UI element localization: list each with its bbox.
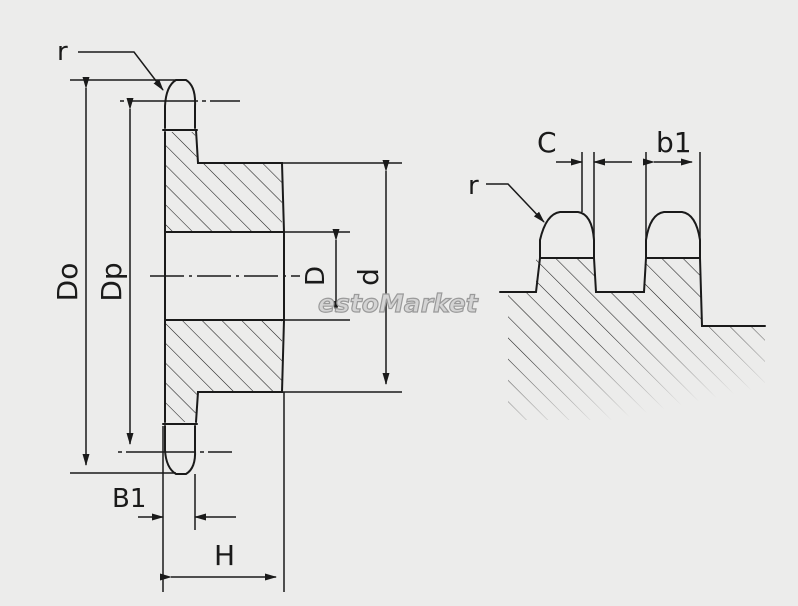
label-r-right: r xyxy=(468,171,479,201)
r-leader-right xyxy=(486,183,545,223)
label-C: C xyxy=(537,126,557,159)
tooth-profile-detail xyxy=(486,152,766,420)
label-Do: Do xyxy=(51,263,84,302)
labels-left: r Do Dp D d B1 H xyxy=(51,37,385,572)
label-d: d xyxy=(352,268,385,286)
labels-right: C b1 r xyxy=(468,126,692,201)
r-leader-left xyxy=(78,51,164,91)
label-B1: B1 xyxy=(112,484,146,514)
sprocket-section xyxy=(70,79,402,592)
upper-hub-hatch xyxy=(165,132,282,232)
label-b1: b1 xyxy=(656,126,692,159)
label-Dp: Dp xyxy=(95,262,128,301)
upper-tooth-outline xyxy=(164,79,197,129)
dimension-lines xyxy=(78,51,390,581)
lower-tooth-outline xyxy=(164,425,197,475)
watermark: estoMarket xyxy=(318,289,479,318)
label-r-left: r xyxy=(57,37,68,67)
lower-hub-hatch xyxy=(165,320,282,422)
label-H: H xyxy=(214,539,235,572)
profile-outline xyxy=(499,211,766,327)
label-D: D xyxy=(301,266,331,286)
